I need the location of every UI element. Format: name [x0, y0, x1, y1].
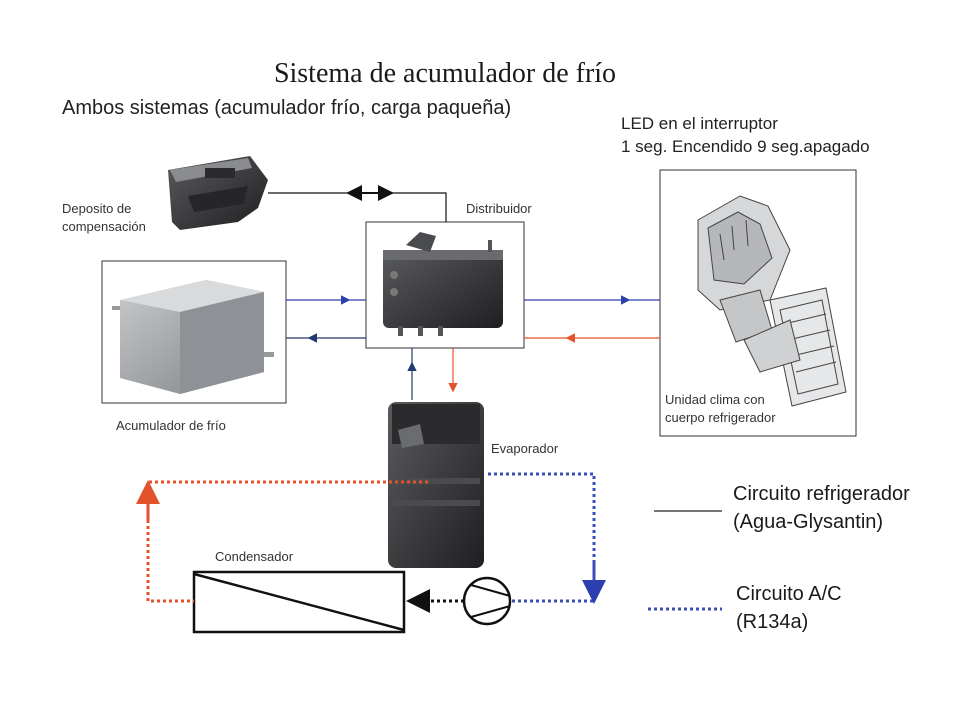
led-note-line1: LED en el interruptor	[621, 114, 778, 133]
label-unidad-line1: Unidad clima con	[665, 392, 765, 407]
label-acumulador: Acumulador de frío	[116, 418, 226, 433]
condenser-diagonal	[193, 572, 405, 632]
evaporator-illustration	[388, 402, 484, 568]
legend-ac-line2: (R134a)	[736, 611, 809, 633]
cold-accumulator-illustration	[112, 280, 274, 394]
distributor-illustration	[383, 232, 503, 336]
expansion-tank-illustration	[168, 156, 268, 230]
climate-unit-illustration	[697, 195, 847, 407]
ac-line-evaporator-to-condenser	[146, 480, 428, 603]
led-note-line2: 1 seg. Encendido 9 seg.apagado	[621, 137, 870, 156]
legend-coolant-line1: Circuito refrigerador	[733, 483, 910, 505]
label-distribuidor: Distribuidor	[466, 201, 532, 216]
label-deposito-line1: Deposito de	[62, 201, 132, 216]
label-evaporador: Evaporador	[491, 441, 559, 456]
page-subtitle: Ambos sistemas (acumulador frío, carga p…	[62, 97, 512, 119]
label-deposito-line2: compensación	[62, 219, 146, 234]
compressor-symbol	[462, 576, 512, 626]
compressor-inner-line-2	[470, 605, 511, 618]
expansion-line	[268, 192, 447, 222]
legend-ac-line1: Circuito A/C	[736, 583, 842, 605]
page-title: Sistema de acumulador de frío	[273, 58, 617, 89]
compressor-inner-line-1	[470, 584, 511, 597]
label-condensador: Condensador	[215, 549, 294, 564]
label-unidad-line2: cuerpo refrigerador	[665, 410, 776, 425]
ac-line-evaporator-to-compressor	[488, 472, 596, 603]
legend-coolant-line2: (Agua-Glysantin)	[733, 511, 884, 533]
